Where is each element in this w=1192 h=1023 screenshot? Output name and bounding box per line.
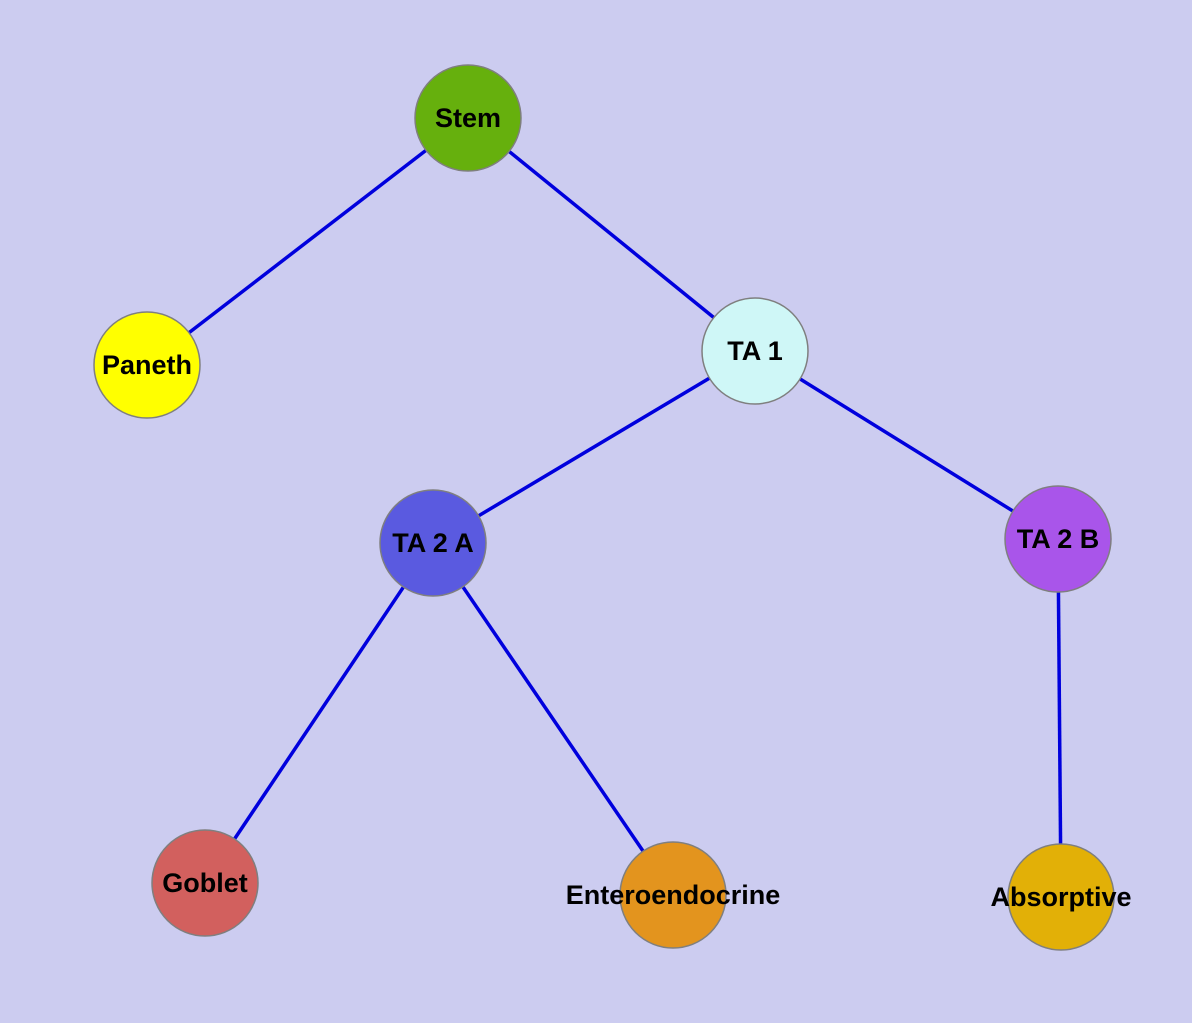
- node-label-ta1: TA 1: [727, 336, 783, 366]
- edge-stem-ta1: [466, 116, 757, 353]
- node-ta2b: [1004, 485, 1112, 593]
- edge-ta2a-goblet: [203, 542, 435, 884]
- node-label-ta2a: TA 2 A: [392, 528, 474, 558]
- node-absorptive: [1007, 843, 1115, 951]
- node-enteroendocrine: [619, 841, 727, 949]
- node-ta1: [701, 297, 809, 405]
- node-label-paneth: Paneth: [102, 350, 192, 380]
- node-label-goblet: Goblet: [162, 868, 248, 898]
- node-goblet: [151, 829, 259, 937]
- node-label-absorptive: Absorptive: [990, 882, 1131, 912]
- node-label-stem: Stem: [435, 103, 501, 133]
- edge-ta1-ta2b: [754, 349, 1059, 541]
- edge-ta1-ta2a: [432, 349, 756, 545]
- node-ta2a: [379, 489, 487, 597]
- node-label-ta2b: TA 2 B: [1017, 524, 1100, 554]
- node-paneth: [93, 311, 201, 419]
- node-stem: [414, 64, 522, 172]
- edge-ta2a-enteroendocrine: [431, 542, 675, 896]
- edge-stem-paneth: [145, 116, 470, 367]
- edge-ta2b-absorptive: [1056, 538, 1063, 898]
- node-label-enteroendocrine: Enteroendocrine: [566, 880, 781, 910]
